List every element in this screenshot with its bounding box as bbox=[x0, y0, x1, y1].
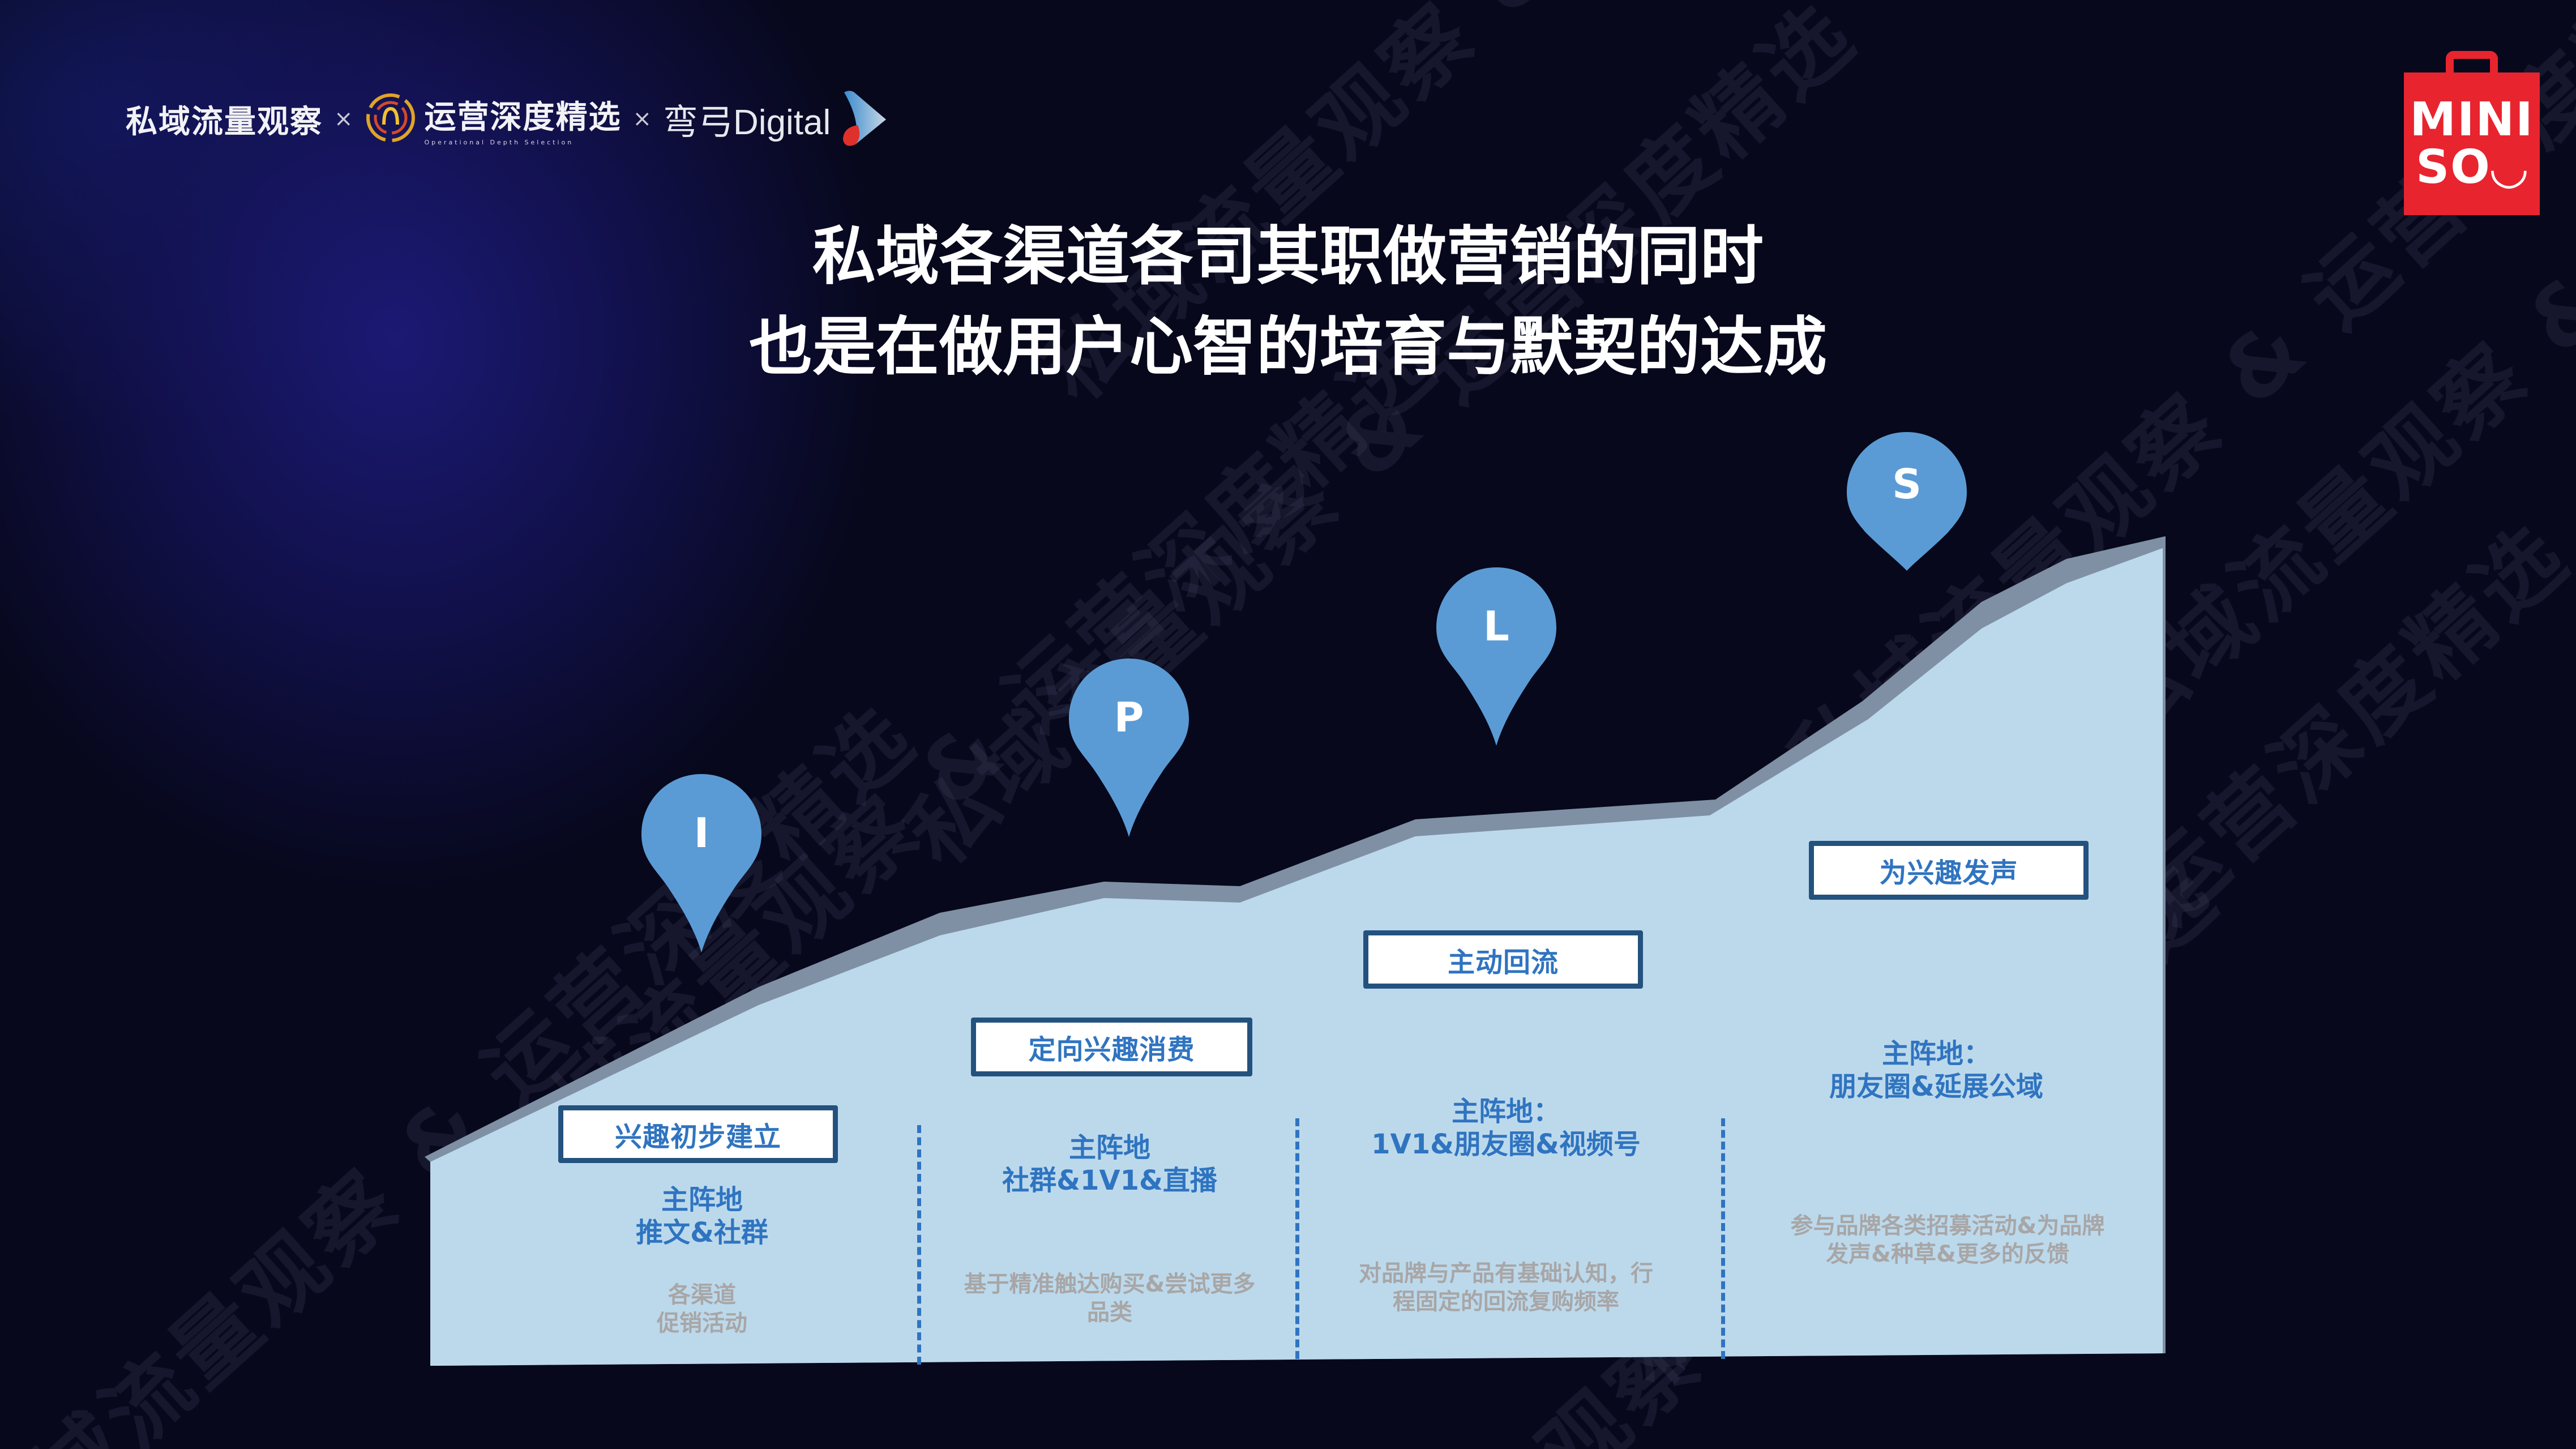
pin-marker-l: L bbox=[1436, 567, 1556, 746]
miniso-line-1: MINI bbox=[2410, 93, 2534, 147]
digital-arrow-icon bbox=[838, 88, 888, 150]
main-field: 主阵地： 朋友圈&延展公域 bbox=[1755, 1037, 2117, 1103]
map-pin-icon bbox=[641, 774, 761, 952]
pin-marker-p: P bbox=[1069, 659, 1189, 837]
pin-letter: L bbox=[1483, 602, 1509, 650]
partner-logos: 私域流量观察 × 运营深度精选 Operational Depth Select… bbox=[126, 91, 888, 147]
stage-divider bbox=[1295, 1118, 1299, 1359]
pin-marker-s: S bbox=[1847, 432, 1967, 571]
main-field-label: 主阵地： bbox=[1881, 1038, 1991, 1070]
logo-ops-depth: 运营深度精选 Operational Depth Selection bbox=[425, 92, 622, 146]
stage-divider bbox=[1721, 1118, 1725, 1359]
logo-ops-depth-text: 运营深度精选 bbox=[424, 99, 622, 136]
description-line: 促销活动 bbox=[657, 1310, 747, 1336]
stage-title-box: 为兴趣发声 bbox=[1809, 841, 2089, 900]
stage-title-box: 兴趣初步建立 bbox=[558, 1105, 838, 1163]
logo-wangong-digital: 弯弓Digital bbox=[663, 103, 831, 142]
logo-private-traffic: 私域流量观察 bbox=[126, 103, 323, 140]
description-line: 参与品牌各类招募活动&为品牌 bbox=[1790, 1213, 2105, 1239]
stage-description: 对品牌与产品有基础认知，行 程固定的回流复购频率 bbox=[1325, 1259, 1687, 1316]
description-line: 各渠道 bbox=[668, 1282, 736, 1308]
main-field-value: 社群&1V1&直播 bbox=[1002, 1165, 1217, 1196]
ring-logo-icon bbox=[365, 91, 417, 147]
map-pin-icon bbox=[1069, 659, 1189, 837]
description-line: 基于精准触达购买&尝试更多 bbox=[964, 1271, 1256, 1297]
stage-description: 各渠道 促销活动 bbox=[544, 1281, 861, 1337]
miniso-so: SO bbox=[2416, 140, 2491, 194]
description-line: 对品牌与产品有基础认知，行 bbox=[1359, 1260, 1653, 1286]
main-field-value: 推文&社群 bbox=[636, 1217, 768, 1249]
logo-separator: × bbox=[334, 106, 353, 132]
main-field-label: 主阵地： bbox=[1451, 1096, 1560, 1127]
map-pin-icon bbox=[1436, 567, 1556, 746]
bag-handle-icon bbox=[2446, 51, 2498, 78]
pin-letter: I bbox=[694, 809, 709, 857]
description-line: 品类 bbox=[1087, 1300, 1132, 1326]
logo-ops-depth-subtitle: Operational Depth Selection bbox=[424, 139, 574, 146]
page-title-line-2: 也是在做用户心智的培育与默契的达成 bbox=[749, 310, 1827, 384]
stage-divider bbox=[917, 1125, 921, 1365]
logo-separator: × bbox=[632, 106, 652, 132]
shopping-bag-icon: MINI SO◡ bbox=[2404, 72, 2540, 215]
main-field: 主阵地 推文&社群 bbox=[544, 1183, 861, 1249]
main-field-value: 朋友圈&延展公域 bbox=[1829, 1071, 2043, 1102]
stage-description: 基于精准触达购买&尝试更多 品类 bbox=[940, 1270, 1280, 1327]
pin-marker-i: I bbox=[641, 774, 761, 952]
main-field: 主阵地 社群&1V1&直播 bbox=[940, 1131, 1280, 1197]
main-field: 主阵地： 1V1&朋友圈&视频号 bbox=[1325, 1095, 1687, 1161]
stage-description: 参与品牌各类招募活动&为品牌 发声&种草&更多的反馈 bbox=[1755, 1212, 2140, 1268]
map-pin-icon bbox=[1847, 432, 1967, 571]
stage-title-box: 定向兴趣消费 bbox=[971, 1018, 1252, 1076]
stage-title-box: 主动回流 bbox=[1363, 930, 1643, 989]
description-line: 发声&种草&更多的反馈 bbox=[1826, 1241, 2069, 1267]
pin-letter: P bbox=[1114, 694, 1144, 741]
main-field-label: 主阵地 bbox=[1068, 1132, 1150, 1164]
miniso-logo: MINI SO◡ bbox=[2404, 51, 2540, 215]
page-title-line-1: 私域各渠道各司其职做营销的同时 bbox=[812, 220, 1764, 293]
description-line: 程固定的回流复购频率 bbox=[1393, 1289, 1619, 1315]
miniso-line-2: SO◡ bbox=[2416, 144, 2528, 191]
main-field-label: 主阵地 bbox=[661, 1184, 743, 1216]
mountain-fill bbox=[430, 548, 2163, 1366]
smile-icon: ◡ bbox=[2491, 140, 2528, 194]
main-field-value: 1V1&朋友圈&视频号 bbox=[1371, 1129, 1641, 1160]
pin-letter: S bbox=[1892, 460, 1922, 508]
